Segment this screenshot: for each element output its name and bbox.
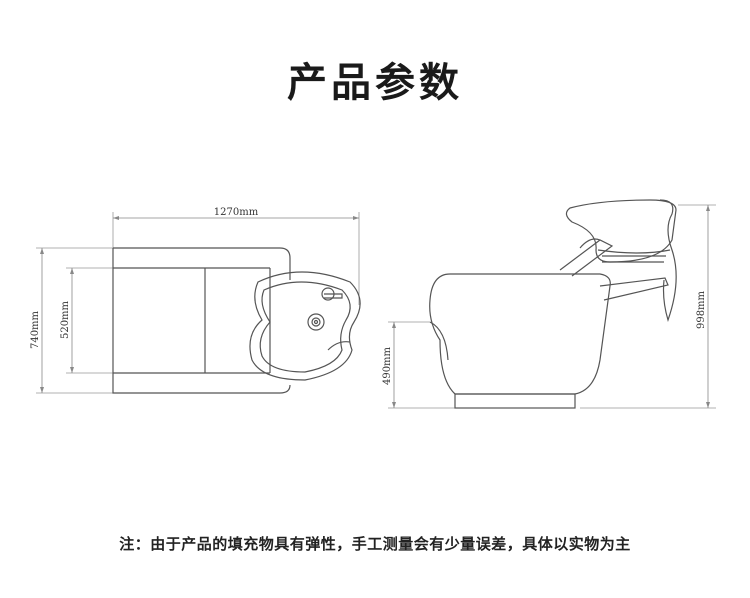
side-view xyxy=(388,199,716,409)
page-title: 产品参数 xyxy=(287,60,463,106)
depth-total-label: 740mm xyxy=(30,310,41,349)
width-label: 1270mm xyxy=(214,207,259,218)
total-height-label: 998mm xyxy=(696,290,707,329)
top-view xyxy=(36,212,361,394)
depth-seat-label: 520mm xyxy=(60,300,71,339)
measurement-note: 注：由于产品的填充物具有弹性，手工测量会有少量误差，具体以实物为主 xyxy=(119,535,631,553)
seat-height-label: 490mm xyxy=(382,346,393,385)
